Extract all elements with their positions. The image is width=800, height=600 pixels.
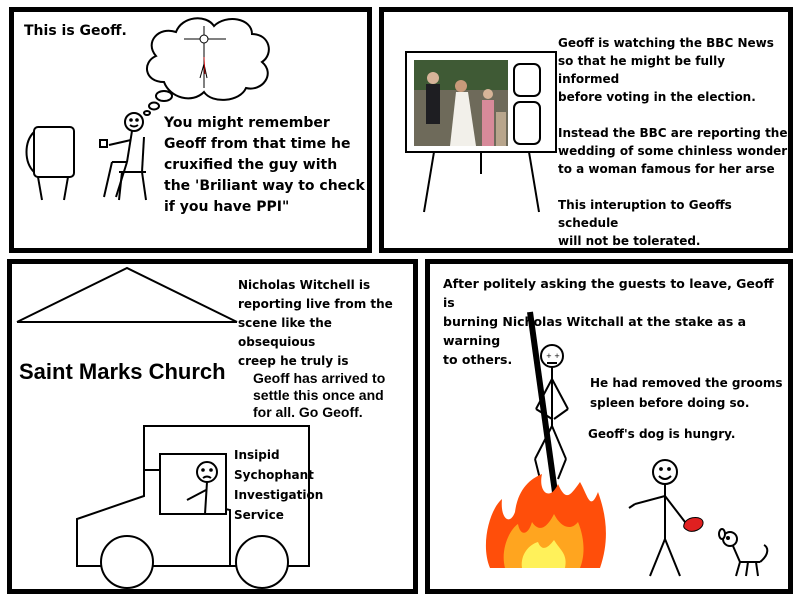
fire xyxy=(485,474,606,568)
church-sign: Saint Marks Church xyxy=(19,359,226,384)
witchell-on-stake: + + xyxy=(534,344,569,480)
panel-2-text: Geoff is watching the BBC News so that h… xyxy=(558,36,788,248)
panel-3: Nicholas Witchell is reporting live from… xyxy=(7,259,418,594)
panel-1-drawing xyxy=(25,17,270,201)
panel-3-narration: Nicholas Witchell is reporting live from… xyxy=(238,278,393,368)
panel-1: This is Geoff. You might remember Geoff … xyxy=(9,7,372,253)
tv-set xyxy=(25,126,75,201)
van-driver xyxy=(186,461,218,515)
thought-bubble xyxy=(143,17,270,116)
panel-4-dog-caption: Geoff's dog is hungry. xyxy=(588,427,736,441)
panel-4-spleen-caption: He had removed the grooms spleen before … xyxy=(590,376,783,410)
panel-3-arrival: Geoff has arrived to settle this once an… xyxy=(253,370,386,420)
church-building xyxy=(16,266,238,323)
dog xyxy=(718,528,769,577)
svg-text:+ +: + + xyxy=(546,352,560,360)
spleen xyxy=(683,517,704,532)
wedding-photo xyxy=(414,60,508,146)
van xyxy=(76,425,310,589)
panel-2: Geoff is watching the BBC News so that h… xyxy=(379,7,793,253)
panel-1-speech: You might remember Geoff from that time … xyxy=(164,115,365,215)
panel-4: + + xyxy=(425,259,793,594)
geoff-standing xyxy=(628,459,686,577)
geoff-seated xyxy=(99,112,147,201)
panel-4-narration: After politely asking the guests to leav… xyxy=(443,276,774,367)
panel-4-drawing: + + xyxy=(485,311,769,577)
panel-2-drawing xyxy=(405,51,557,213)
van-lettering: Insipid Sychophant Investigation Service xyxy=(234,448,324,522)
panel-1-caption: This is Geoff. xyxy=(24,23,127,39)
panel-3-drawing xyxy=(16,266,310,589)
crucifix-figure xyxy=(184,26,226,88)
